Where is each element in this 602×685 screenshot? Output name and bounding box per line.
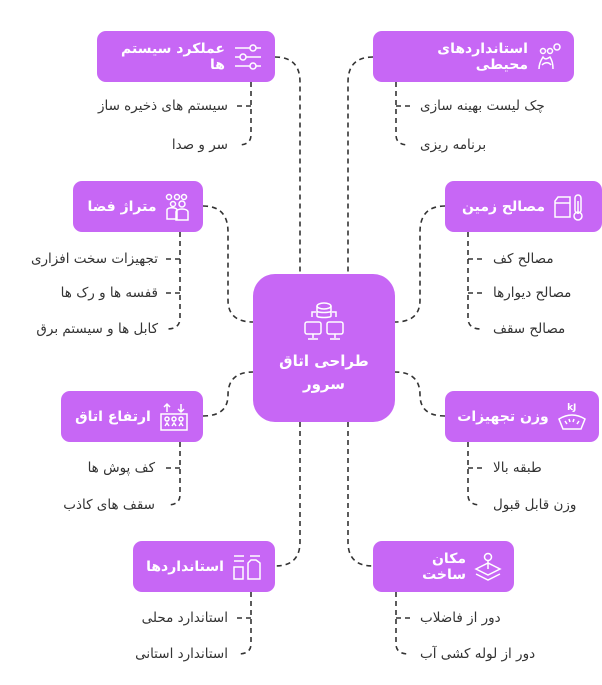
child-item: وزن قابل قبول [493, 497, 577, 513]
branch-ground-materials[interactable]: مصالح زمین [445, 181, 602, 232]
child-item: دور از فاضلاب [420, 610, 501, 626]
child-item: تجهیزات سخت افزاری [30, 251, 158, 267]
standards-icon [233, 554, 261, 580]
child-item: برنامه ریزی [420, 137, 487, 153]
sliders-icon [235, 43, 261, 70]
branch-environmental-standards[interactable]: استانداردهای محیطی [373, 31, 574, 82]
environment-people-icon [538, 42, 561, 69]
child-item: استاندارد استانی [135, 646, 228, 662]
branch-label: مصالح زمین [462, 198, 545, 215]
branch-room-height[interactable]: ارتفاع اتاق [61, 391, 203, 442]
child-item: دور از لوله کشی آب [420, 646, 536, 662]
thermometer-box-icon [554, 193, 583, 221]
branch-space-area[interactable]: متراژ فضا [73, 181, 203, 232]
branch-label: متراژ فضا [87, 198, 157, 215]
branch-label: استانداردها [146, 558, 224, 575]
child-item: کابل ها و سیستم برق [36, 321, 158, 337]
branch-equipment-weight[interactable]: kJ وزن تجهیزات [445, 391, 599, 442]
location-layers-icon [474, 552, 502, 581]
people-group-icon [165, 193, 189, 221]
central-topic-node[interactable]: طراحی اتاق سرور [253, 274, 395, 422]
weight-scale-icon: kJ [557, 403, 587, 431]
branch-label: استانداردهای محیطی [437, 40, 528, 73]
child-item: مصالح دیوارها [493, 285, 572, 301]
server-network-icon [304, 302, 344, 340]
branch-label: مکان ساخت [422, 550, 466, 583]
child-item: استاندارد محلی [141, 610, 228, 626]
central-topic-title: طراحی اتاق سرور [279, 352, 369, 393]
child-item: چک لیست بهینه سازی [420, 98, 545, 114]
child-item: کف پوش ها [87, 460, 155, 476]
branch-standards[interactable]: استانداردها [133, 541, 275, 592]
kj-label: kJ [567, 402, 577, 413]
branch-system-performance[interactable]: عملکرد سیستم ها [97, 31, 275, 82]
child-item: سر و صدا [171, 137, 228, 153]
branch-build-location[interactable]: مکان ساخت [373, 541, 514, 592]
height-arrows-icon [160, 402, 188, 431]
child-item: مصالح سقف [493, 321, 566, 337]
branch-label: ارتفاع اتاق [75, 408, 151, 425]
branch-label: عملکرد سیستم ها [121, 40, 225, 73]
child-item: مصالح کف [493, 251, 554, 267]
child-item: سیستم های ذخیره ساز [97, 98, 228, 114]
child-item: طبقه بالا [493, 460, 542, 476]
child-item: قفسه ها و رک ها [60, 285, 158, 301]
branch-label: وزن تجهیزات [457, 408, 549, 425]
child-item: سقف های کاذب [63, 497, 155, 513]
